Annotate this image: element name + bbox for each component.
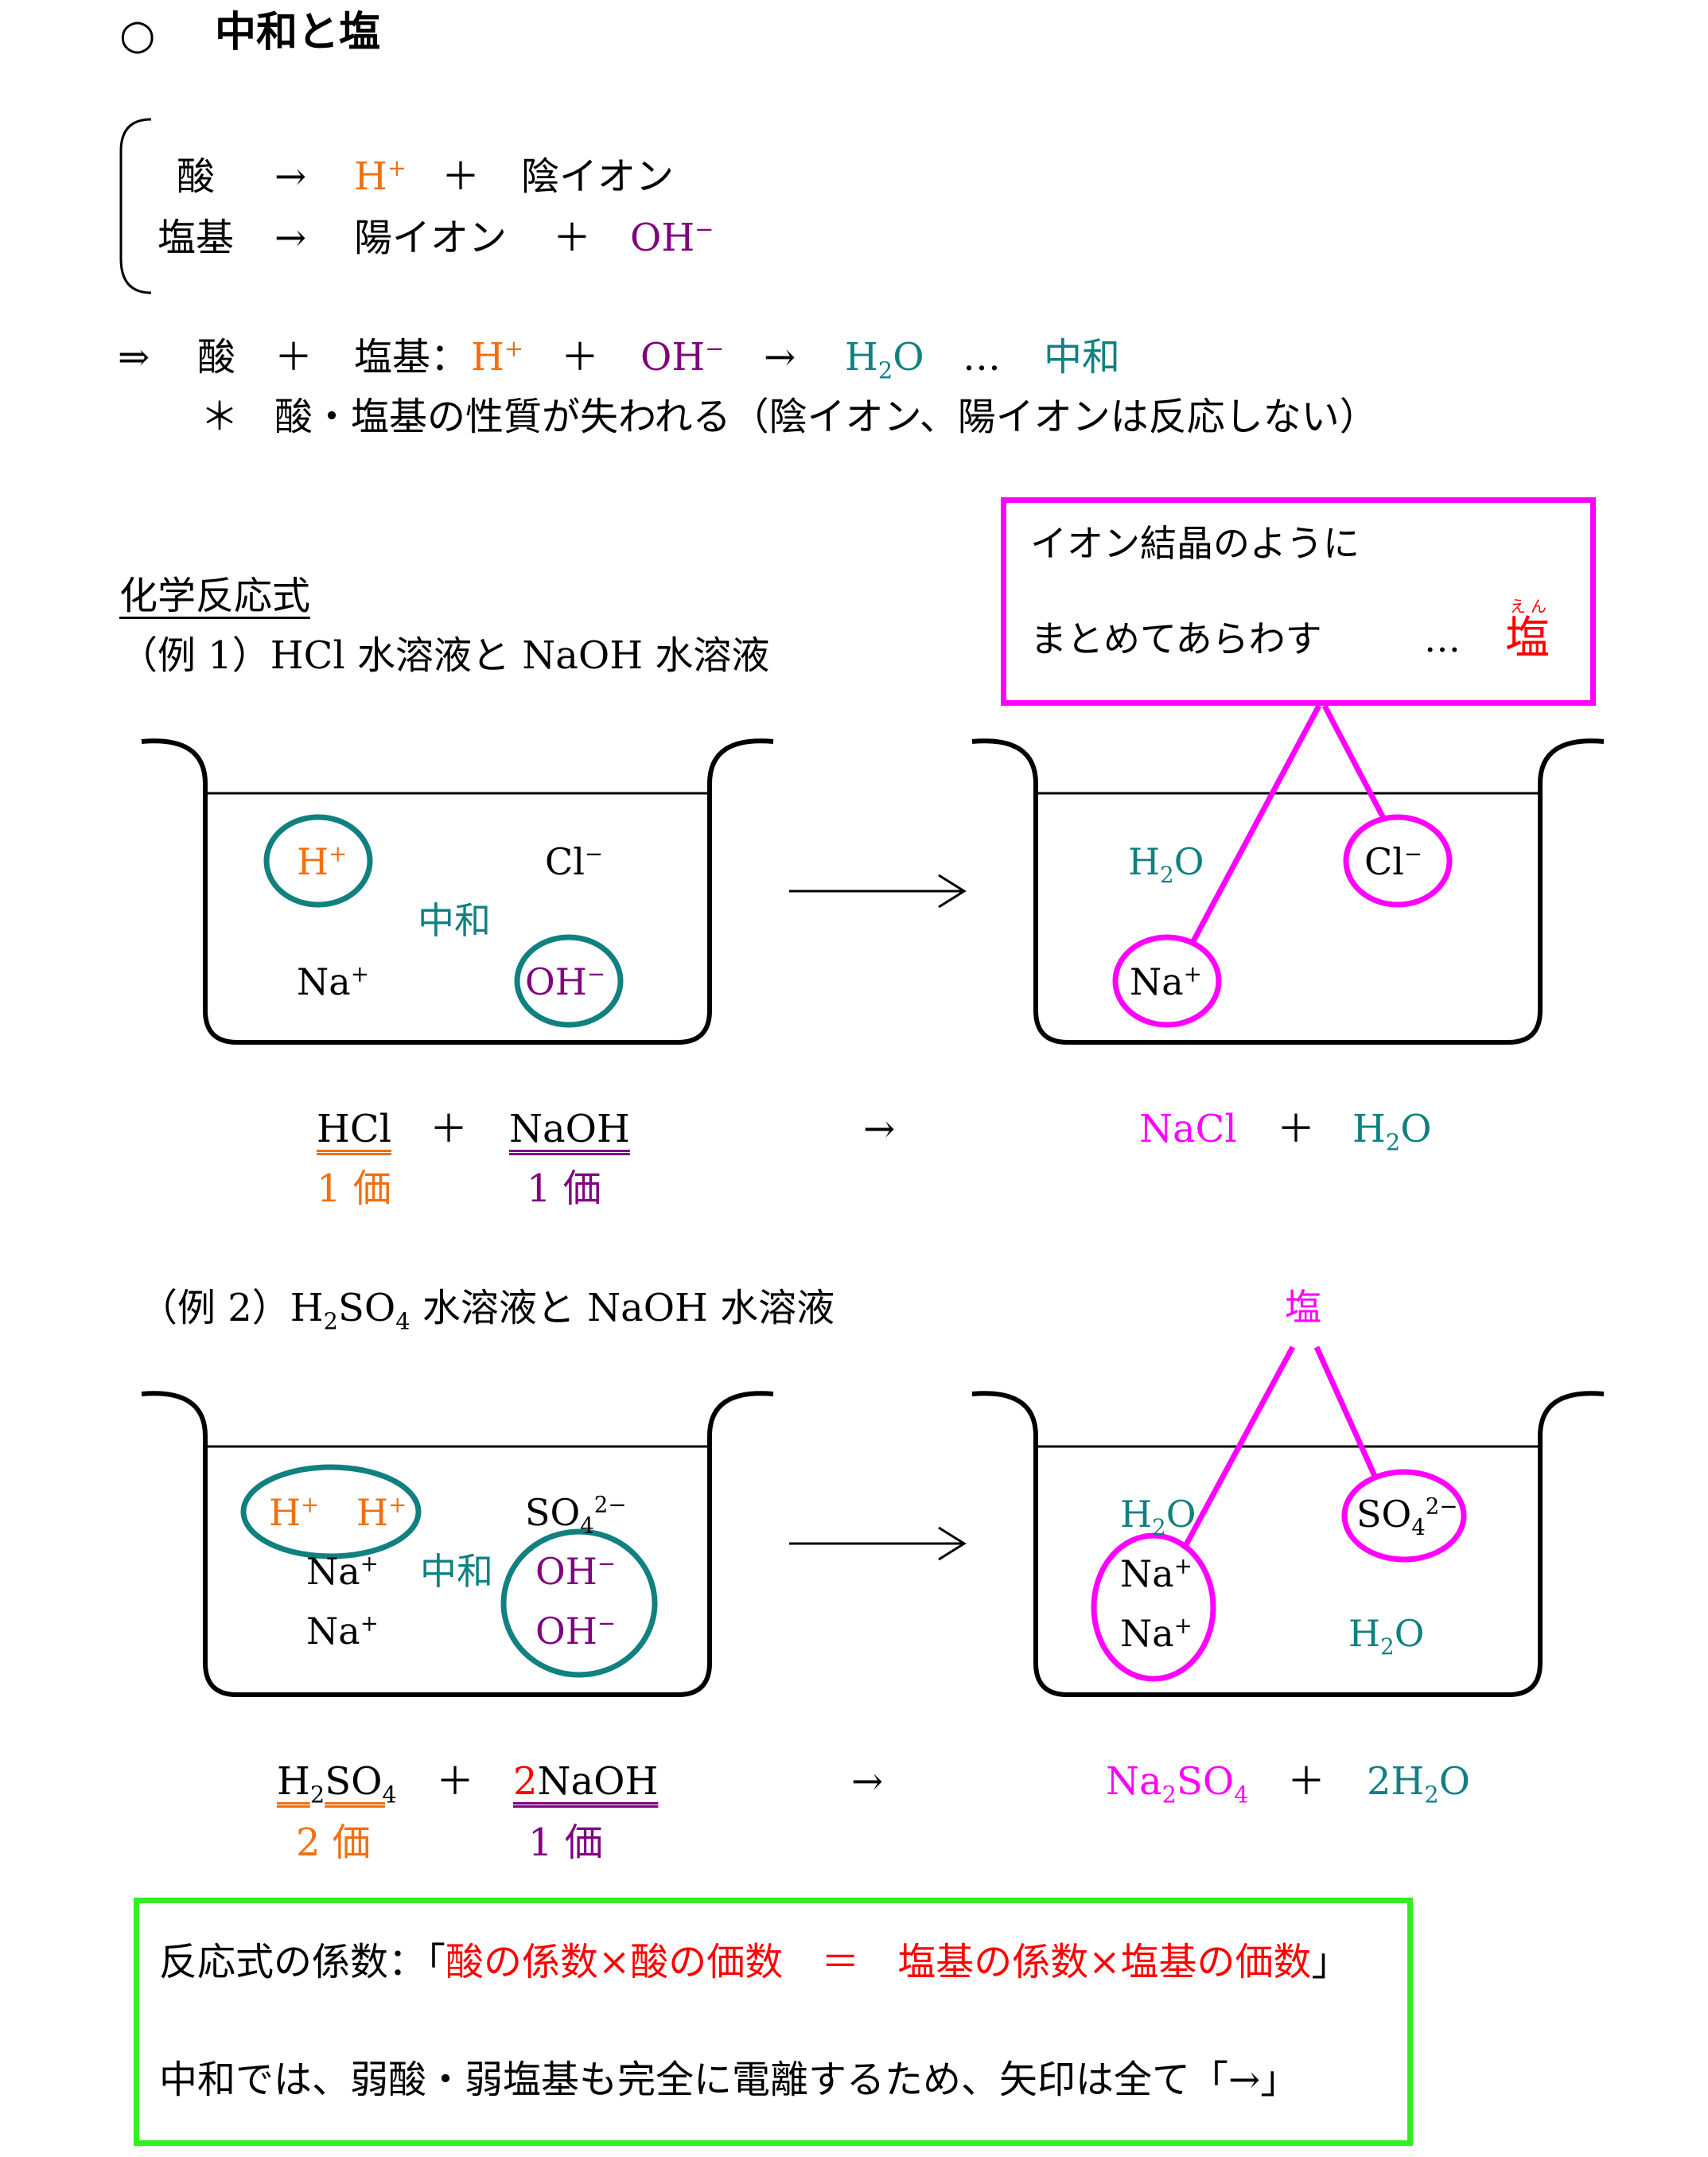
ex2-left-h2: H+ xyxy=(356,1491,407,1534)
ex1-left-na: Na+ xyxy=(297,960,369,1003)
ex2-eq-acid: H2SO4 xyxy=(277,1759,397,1809)
circle-ohoh-ex2 xyxy=(500,1528,658,1678)
ex1-eq-acid: HCl xyxy=(317,1107,391,1151)
example2-label: （例 2）H2SO4 水溶液と NaOH 水溶液 xyxy=(139,1286,835,1335)
neut-label: 中和 xyxy=(1044,335,1121,380)
note-text: 酸・塩基の性質が失われる（陰イオン、陽イオンは反応しない） xyxy=(274,395,1378,439)
acid-anion: 陰イオン xyxy=(521,154,675,199)
summary-note: 中和では、弱酸・弱塩基も完全に電離するため、矢印は全て「→」 xyxy=(159,2058,1299,2102)
circle-na-ex1 xyxy=(1112,934,1222,1028)
salt-box xyxy=(1001,497,1596,706)
ex2-eq-base: 2NaOH xyxy=(513,1759,659,1804)
ex2-eq-plus: ＋ xyxy=(436,1759,475,1804)
ex2-left-oh2: OH− xyxy=(535,1610,616,1653)
salt-kanji: 塩 xyxy=(1505,613,1550,664)
beaker-1-right xyxy=(971,738,1605,1045)
salt-box-line1: イオン結晶のように xyxy=(1030,522,1360,565)
ex2-right-na1: Na+ xyxy=(1120,1552,1192,1595)
example1-label: （例 1）HCl 水溶液と NaOH 水溶液 xyxy=(119,633,770,678)
ex2-left-neutral: 中和 xyxy=(420,1550,493,1593)
acid-h-ion: H+ xyxy=(354,154,407,199)
circle-h-ex1 xyxy=(263,814,373,908)
acid-arrow: → xyxy=(274,154,307,199)
ex2-left-h1: H+ xyxy=(269,1491,320,1534)
neut-dots: … xyxy=(963,335,1001,380)
salt-ruby: えん xyxy=(1510,597,1551,616)
ex1-right-cl: Cl− xyxy=(1364,840,1423,883)
base-arrow: → xyxy=(274,216,307,260)
neut-base: 塩基： xyxy=(354,335,469,380)
connector-na-ex2 xyxy=(1181,1345,1296,1551)
base-label: 塩基 xyxy=(158,216,235,260)
ex1-eq-arrow: → xyxy=(863,1107,896,1151)
ex1-right-water: H2O xyxy=(1128,840,1204,889)
neut-arrow: → xyxy=(764,335,796,380)
base-cation: 陽イオン xyxy=(354,216,508,260)
ex1-eq-water: H2O xyxy=(1352,1107,1432,1156)
neut-plus1: ＋ xyxy=(274,335,313,380)
ex1-eq-plus: ＋ xyxy=(430,1107,469,1151)
ex1-eq-plus2: ＋ xyxy=(1277,1107,1316,1151)
circle-hh-ex2 xyxy=(240,1464,422,1559)
implies-symbol: ⇒ xyxy=(118,335,150,380)
ex2-salt-label: 塩 xyxy=(1285,1286,1321,1329)
connector-so4-ex2 xyxy=(1313,1345,1378,1478)
ex2-left-na1: Na+ xyxy=(306,1550,379,1593)
ex2-eq-plus2: ＋ xyxy=(1287,1759,1326,1804)
note-star: ＊ xyxy=(200,395,239,439)
reaction-arrow-1 xyxy=(789,874,967,909)
summary-rule: 反応式の係数：「酸の係数×酸の価数 ＝ 塩基の係数×塩基の価数」 xyxy=(159,1940,1350,1984)
beaker-2-left xyxy=(141,1391,774,1697)
beaker-1-left xyxy=(141,738,774,1045)
neut-acid: 酸 xyxy=(197,335,236,380)
ex2-right-na2: Na+ xyxy=(1120,1612,1192,1655)
page-title: 中和と塩 xyxy=(215,9,381,56)
ex2-valence-base: 1 価 xyxy=(528,1820,603,1865)
connector-na-ex1 xyxy=(1190,704,1322,943)
ex1-valence-acid: 1 価 xyxy=(317,1166,391,1211)
ex1-valence-base: 1 価 xyxy=(527,1166,601,1211)
title-marker: ○ xyxy=(119,11,156,59)
neut-water: H2O xyxy=(845,335,924,384)
ex2-left-so4: SO42− xyxy=(525,1491,627,1540)
ex1-eq-salt: NaCl xyxy=(1139,1107,1237,1151)
neut-oh-ion: OH− xyxy=(640,335,725,380)
acid-label: 酸 xyxy=(177,154,216,199)
beaker-2-right xyxy=(971,1391,1605,1697)
circle-so4-ex2 xyxy=(1341,1469,1467,1563)
circle-cl-ex1 xyxy=(1343,814,1453,908)
connector-cl-ex1 xyxy=(1321,704,1387,821)
ex1-eq-base: NaOH xyxy=(509,1107,630,1151)
ex2-right-water2: H2O xyxy=(1348,1612,1425,1661)
ex2-right-water1: H2O xyxy=(1120,1493,1196,1541)
salt-box-line2: まとめてあらわす xyxy=(1030,617,1322,660)
ex1-left-neutral: 中和 xyxy=(418,899,491,942)
ex1-left-oh: OH− xyxy=(525,960,605,1003)
ex1-left-h: H+ xyxy=(297,840,348,883)
ex2-right-so4: SO42− xyxy=(1356,1493,1458,1541)
circle-nana-ex2 xyxy=(1091,1532,1216,1682)
ex2-left-na2: Na+ xyxy=(306,1610,379,1653)
ex2-left-oh1: OH− xyxy=(535,1550,616,1593)
ex2-eq-salt: Na2SO4 xyxy=(1106,1759,1249,1809)
section-heading: 化学反応式 xyxy=(119,574,311,619)
acid-plus: ＋ xyxy=(442,154,480,199)
ex2-valence-acid: 2 価 xyxy=(296,1820,371,1865)
circle-oh-ex1 xyxy=(514,934,624,1028)
neut-h-ion: H+ xyxy=(471,335,523,380)
ex1-right-na: Na+ xyxy=(1130,960,1202,1003)
ex1-left-cl: Cl− xyxy=(545,840,604,883)
summary-box xyxy=(134,1898,1413,2146)
neut-plus2: ＋ xyxy=(561,335,600,380)
base-oh-ion: OH− xyxy=(630,216,714,260)
reaction-arrow-2 xyxy=(789,1526,967,1561)
base-plus: ＋ xyxy=(553,216,592,260)
ex2-eq-arrow: → xyxy=(851,1759,884,1804)
salt-box-dots: … xyxy=(1424,617,1461,660)
ex2-eq-water: 2H2O xyxy=(1367,1759,1471,1809)
